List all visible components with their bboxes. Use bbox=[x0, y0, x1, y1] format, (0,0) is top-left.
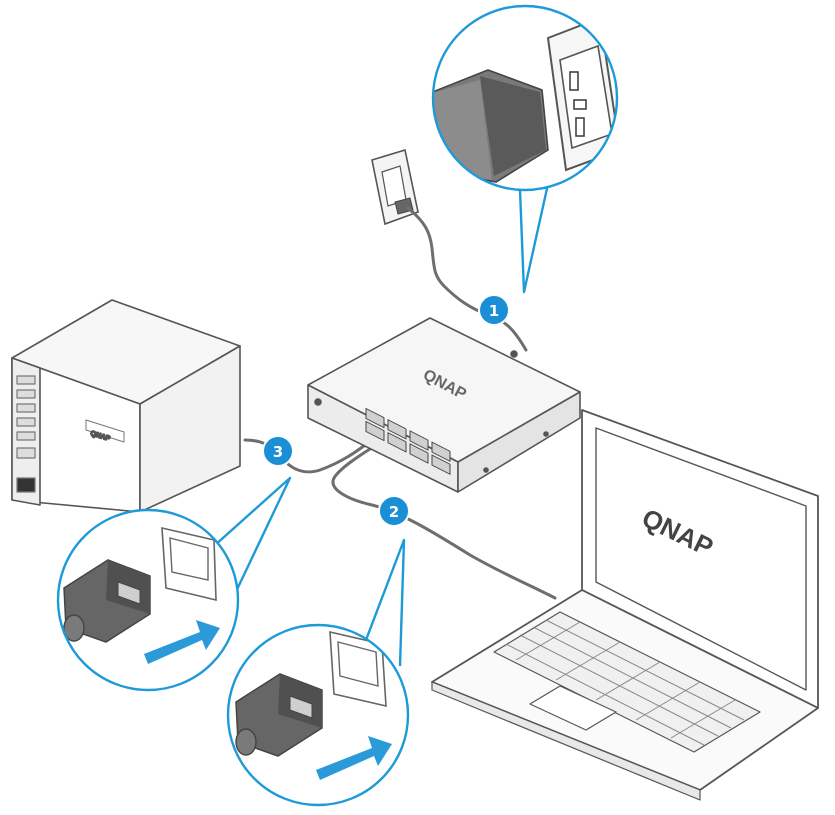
network-switch: QNAP bbox=[308, 318, 580, 492]
nas-device: QNAP bbox=[12, 300, 240, 512]
step-number: 3 bbox=[273, 443, 283, 461]
step-number: 1 bbox=[489, 302, 499, 320]
step-badge-1: 1 bbox=[479, 295, 509, 325]
step-badge-2: 2 bbox=[379, 496, 409, 526]
callout-ethernet-laptop bbox=[228, 540, 408, 805]
step-badge-3: 3 bbox=[263, 436, 293, 466]
step-number: 2 bbox=[389, 503, 399, 521]
power-inlet-icon bbox=[511, 351, 517, 357]
callout-power-plug bbox=[425, 6, 620, 292]
wall-outlet bbox=[372, 150, 418, 224]
power-button-icon bbox=[315, 399, 321, 405]
